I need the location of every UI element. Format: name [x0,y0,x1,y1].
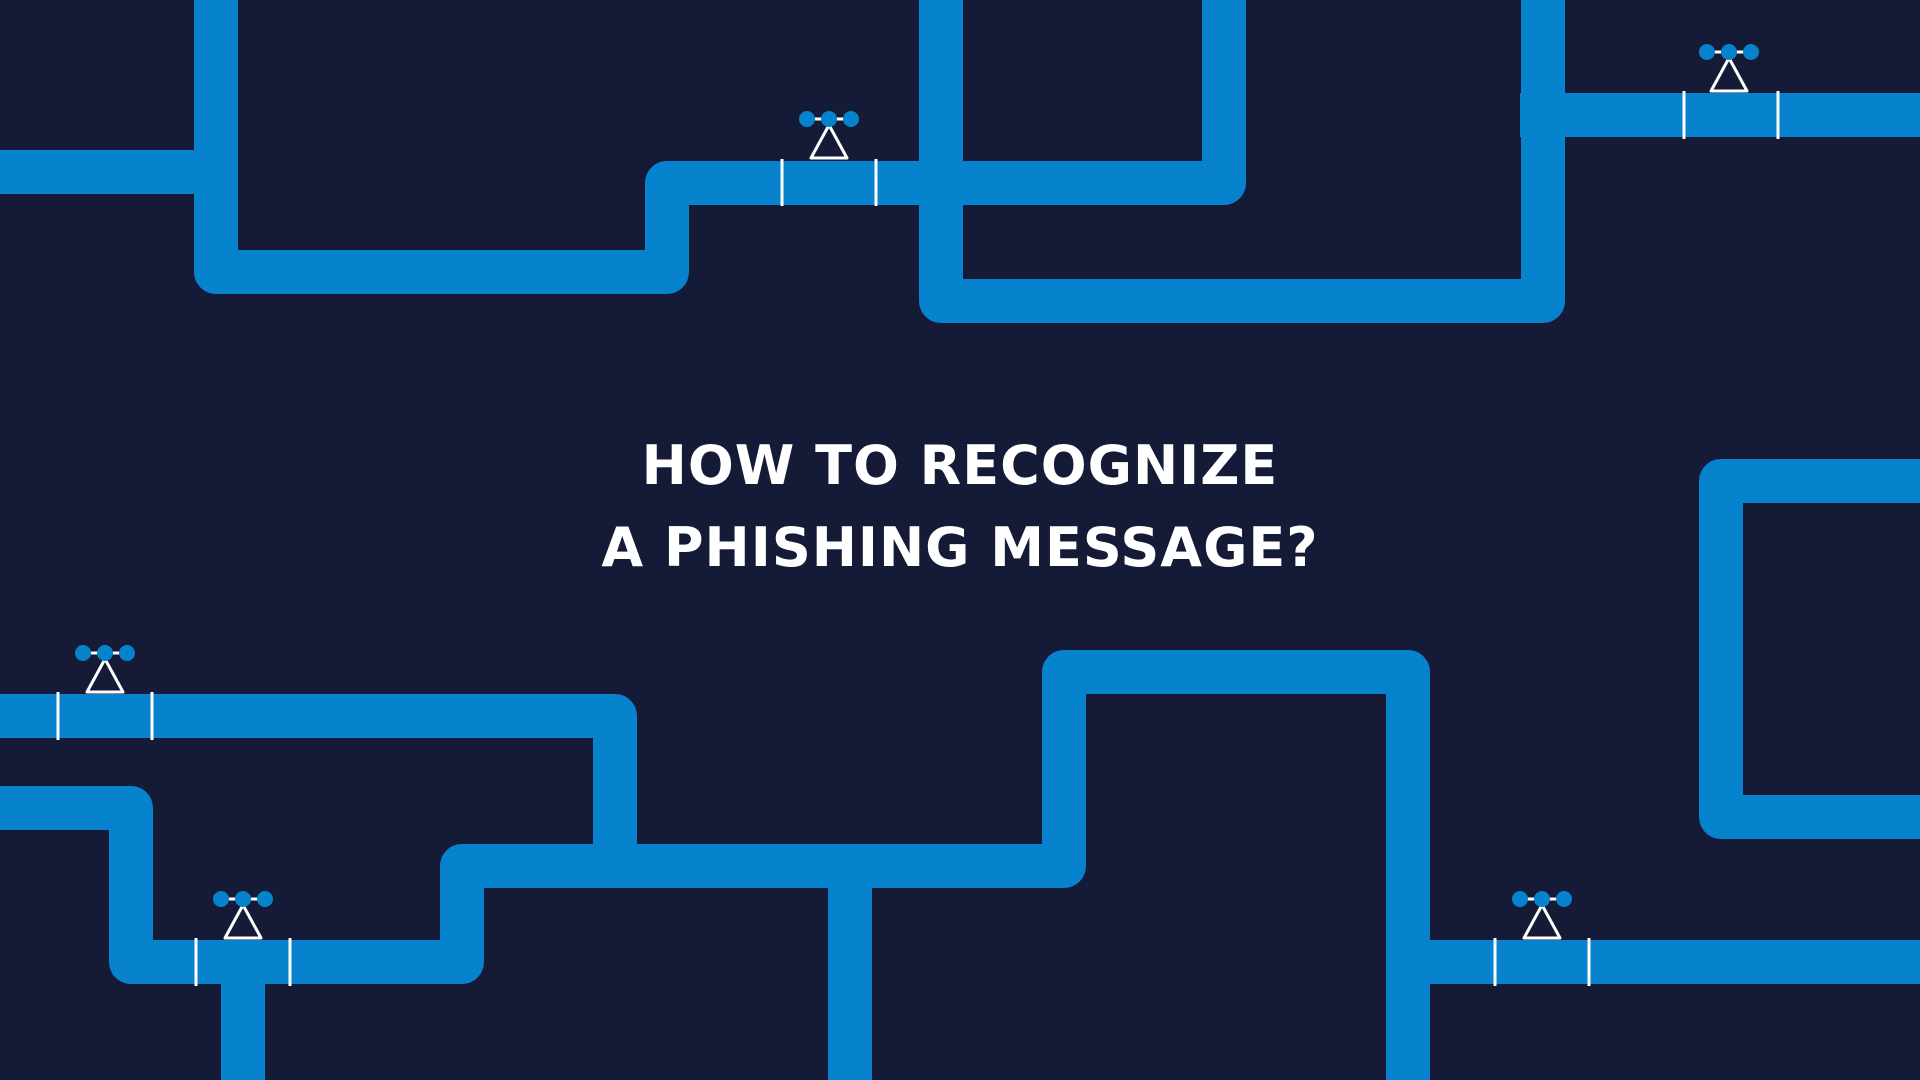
pipe-valve-icon [211,889,275,940]
pipe-valve-icon [797,109,861,160]
pipe-valve-icon [1697,42,1761,93]
pipe-top-middle [919,0,1565,323]
title-line-2: A PHISHING MESSAGE? [601,516,1319,579]
page-title: HOW TO RECOGNIZE A PHISHING MESSAGE? [0,425,1920,589]
title-line-1: HOW TO RECOGNIZE [641,434,1279,497]
pipe-valve-icon [1510,889,1574,940]
pipe-top-left [0,0,922,294]
pipe-bottom-left-lower [0,650,1430,1080]
pipe-top-middle-branch [922,0,1246,205]
pipe-right-loop [1699,459,1920,839]
pipe-valve-icon [73,643,137,694]
pipe-bottom-left-upper [0,694,637,866]
